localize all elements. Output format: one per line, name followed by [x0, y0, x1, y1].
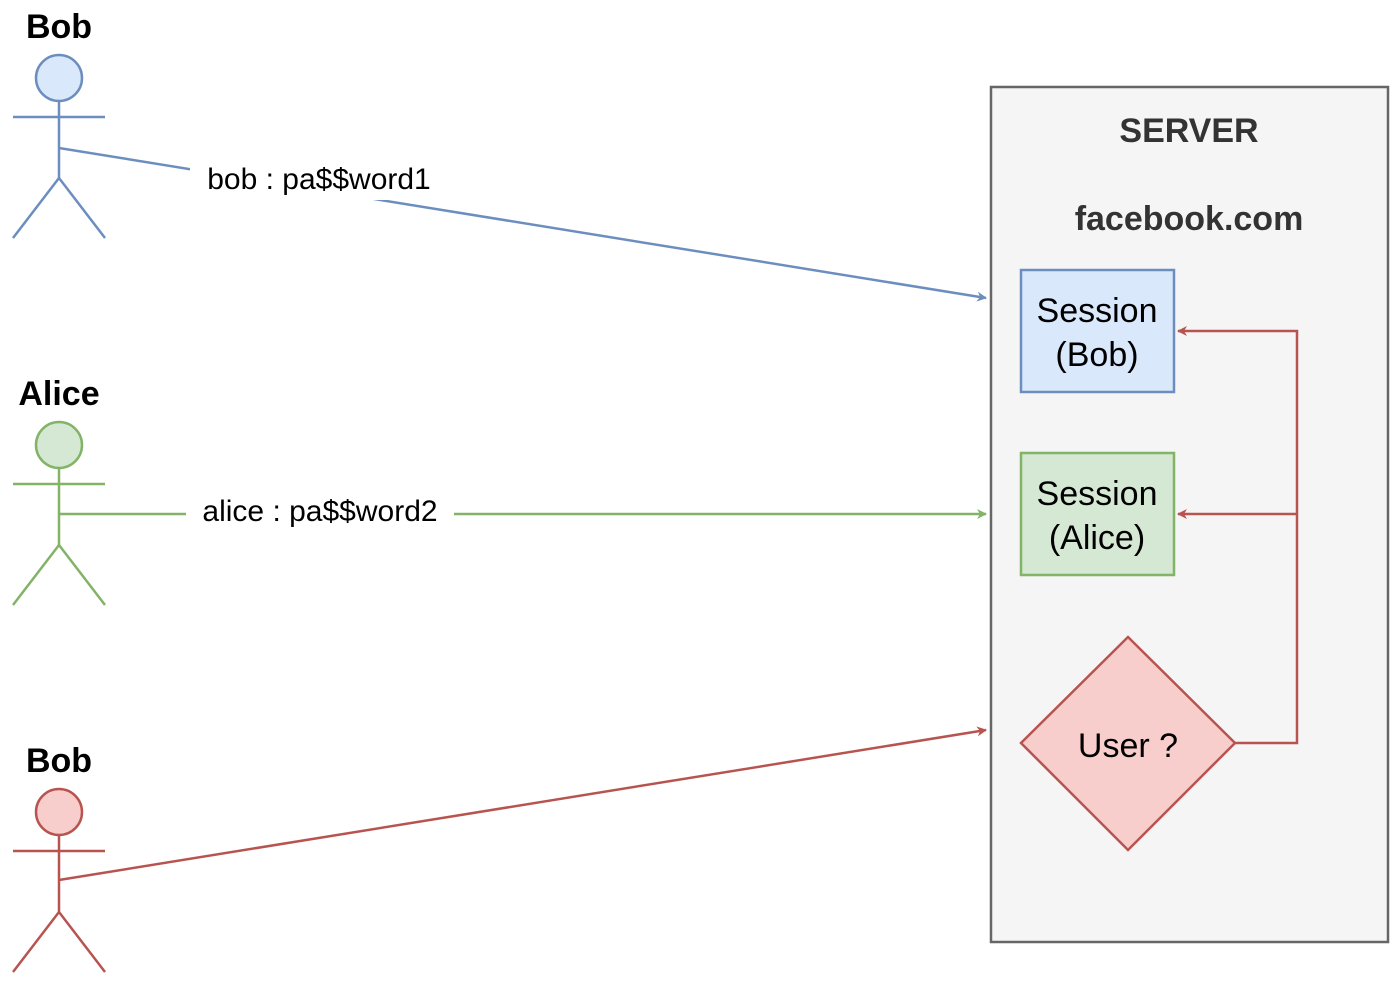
- actor-bob-blue-name: Bob: [26, 8, 92, 46]
- decision-connectors: [1177, 326, 1299, 745]
- actor-alice-icon: [12, 420, 106, 606]
- user-decision-diamond: User ?: [1019, 635, 1237, 852]
- edge-bob-login: bob : pa$$word1: [58, 146, 987, 302]
- decision-label: User ?: [1078, 727, 1178, 765]
- edge-alice-label: alice : pa$$word2: [202, 495, 437, 528]
- actor-bob-blue-icon: [12, 53, 106, 239]
- actor-bob-blue: Bob: [12, 8, 106, 239]
- session-alice-box: Session (Alice): [1019, 451, 1176, 577]
- session-alice-line1: Session: [1037, 475, 1158, 513]
- session-alice-line2: (Alice): [1049, 519, 1145, 557]
- edge-alice-login: alice : pa$$word2: [59, 494, 987, 534]
- actor-alice: Alice: [12, 375, 106, 606]
- edge-bob-request: [58, 726, 987, 882]
- session-bob-line2: (Bob): [1055, 336, 1138, 374]
- actor-bob-red-icon: [12, 787, 106, 973]
- session-bob-box: Session (Bob): [1019, 268, 1176, 394]
- actor-bob-red-name: Bob: [26, 742, 92, 780]
- actor-bob-red: Bob: [12, 742, 106, 973]
- actor-alice-name: Alice: [18, 375, 99, 413]
- server-title: SERVER: [1119, 112, 1258, 150]
- edge-bob-label: bob : pa$$word1: [207, 163, 431, 196]
- server-domain: facebook.com: [1075, 200, 1304, 238]
- session-bob-line1: Session: [1037, 292, 1158, 330]
